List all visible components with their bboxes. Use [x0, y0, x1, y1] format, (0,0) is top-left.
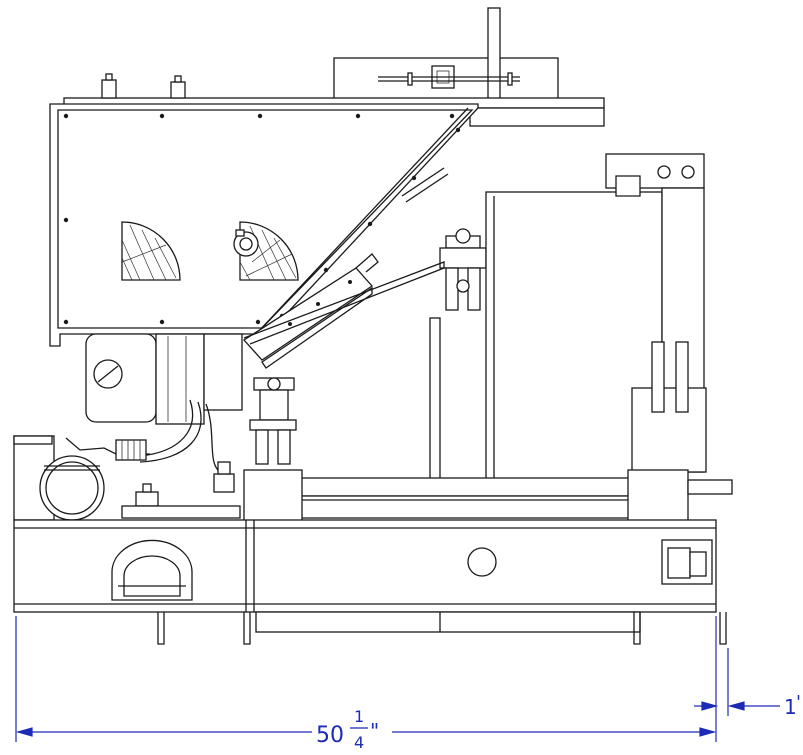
- hose: [139, 399, 219, 471]
- top-adjustment-bracket: [333, 7, 559, 105]
- base-rail: [247, 477, 631, 519]
- motor-housing: [85, 333, 243, 425]
- pulley-wheel: [13, 435, 105, 521]
- rail-end-blocks: [213, 461, 733, 525]
- lifting-eye: [111, 539, 193, 601]
- dimension-overall-length: 50 1 4 ": [15, 616, 717, 752]
- fitting-connector: [65, 437, 150, 461]
- overall-length-numerator: 1: [354, 707, 364, 726]
- hatched-window-left: [121, 221, 181, 281]
- clevis-mount-upper: [439, 228, 487, 311]
- base-feet: [157, 611, 727, 645]
- overall-length-unit: ": [370, 719, 379, 743]
- offset-value: 1: [784, 695, 797, 719]
- right-clamp: [661, 539, 713, 585]
- overall-length-denominator: 4: [354, 733, 364, 752]
- main-cover-plate: [49, 103, 479, 347]
- base-bolt: [121, 483, 241, 519]
- right-upright: [605, 153, 707, 473]
- offset-unit: ': [796, 692, 801, 713]
- knob-icon: [233, 229, 259, 257]
- dimension-offset: 1 ': [694, 648, 801, 719]
- top-bolts: [101, 73, 186, 99]
- clevis-mount-lower: [249, 377, 297, 465]
- overall-length-whole: 50: [316, 723, 344, 748]
